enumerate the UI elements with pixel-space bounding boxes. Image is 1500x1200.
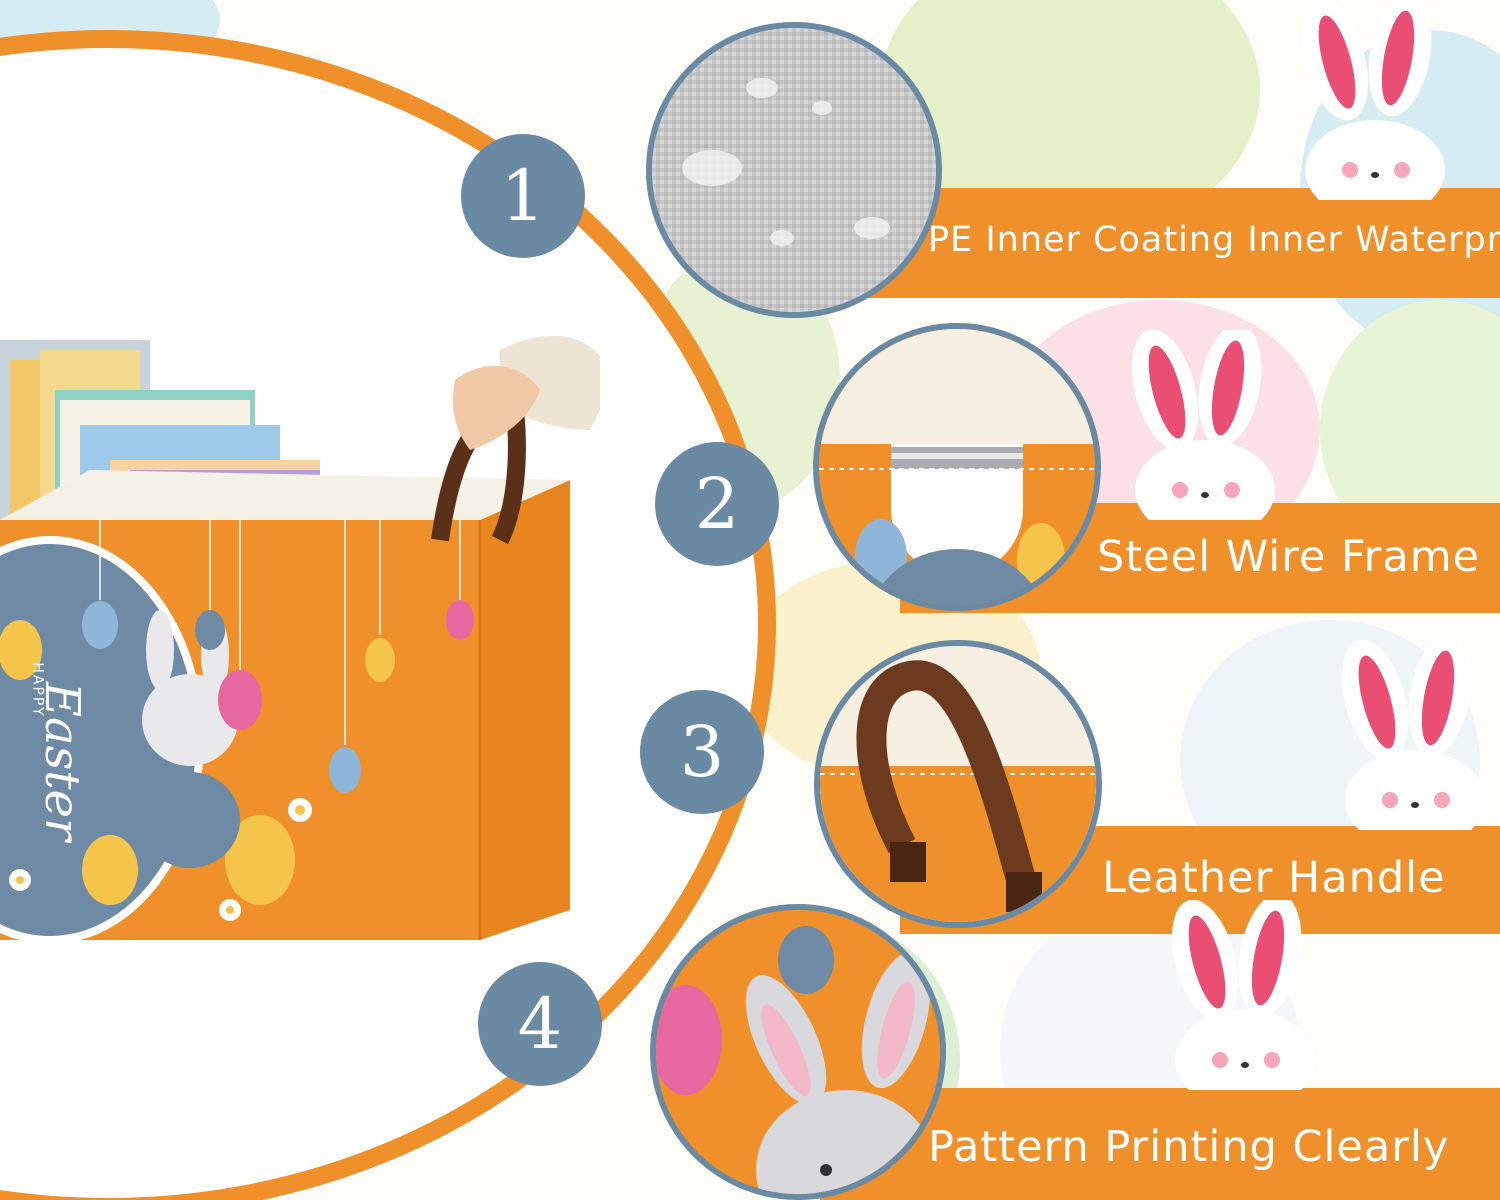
bunny-print-detail bbox=[656, 910, 940, 1194]
leather-handle-icon bbox=[814, 640, 1102, 928]
easter-text: Easter bbox=[34, 682, 90, 841]
bunny-icon bbox=[1131, 330, 1275, 520]
steel-frame-detail bbox=[819, 329, 1095, 605]
steel-frame-icon bbox=[813, 323, 1101, 611]
feature-number-2: 2 bbox=[655, 442, 779, 566]
bunny-icon bbox=[1171, 900, 1315, 1090]
feature-label-3: Leather Handle bbox=[1102, 853, 1446, 903]
feature-label-1: PE Inner Coating Inner Waterproof bbox=[928, 220, 1500, 260]
feature-number-4: 4 bbox=[478, 962, 602, 1086]
fabric-texture-icon bbox=[646, 22, 942, 318]
bunny-print-icon bbox=[650, 904, 946, 1200]
bunny-icon bbox=[1341, 640, 1485, 830]
feature-number-3: 3 bbox=[640, 690, 764, 814]
feature-label-2: Steel Wire Frame bbox=[1097, 532, 1481, 582]
feature-number-1: 1 bbox=[461, 134, 585, 258]
storage-box-image bbox=[0, 336, 600, 944]
bunny-icon bbox=[1301, 0, 1445, 200]
fabric-texture-detail bbox=[652, 28, 936, 312]
feature-label-4: Pattern Printing Clearly bbox=[928, 1122, 1450, 1172]
leather-handle-detail bbox=[820, 646, 1096, 922]
